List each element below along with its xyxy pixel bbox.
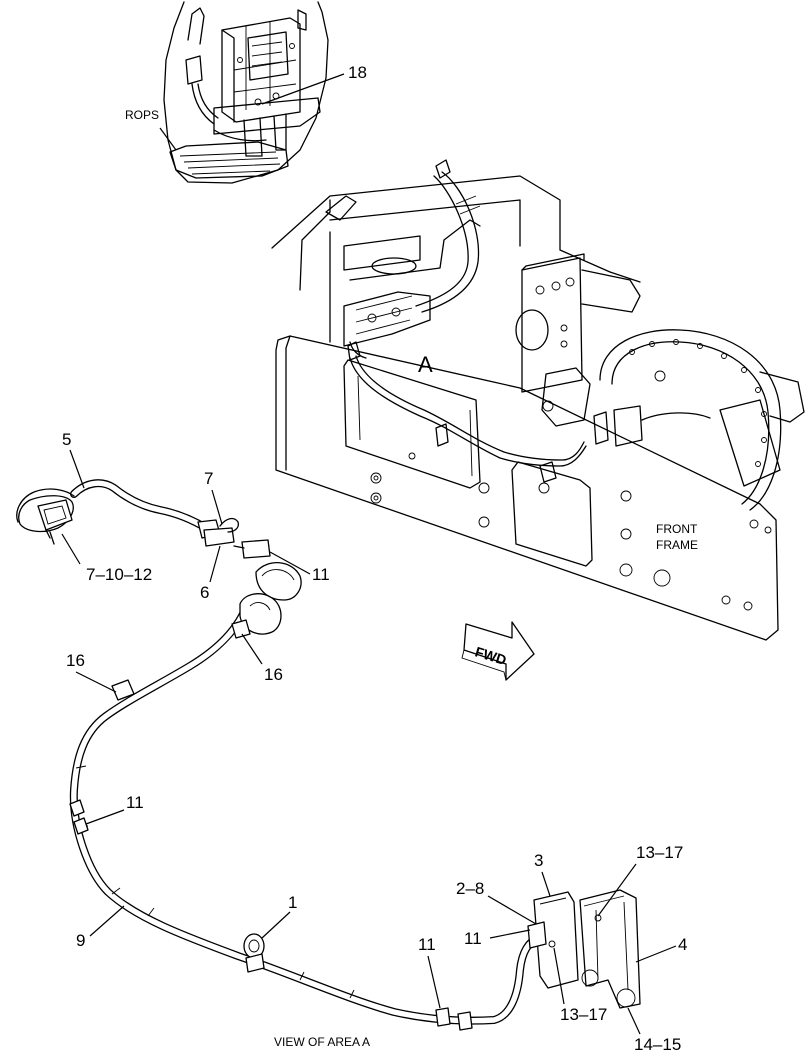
leader-rops (159, 127, 177, 151)
callout-13-17-bottom: 13–17 (560, 1005, 607, 1024)
leader-7 (211, 489, 223, 525)
leader-18 (261, 73, 345, 105)
leader-11-lower (427, 955, 441, 1009)
rops-label: ROPS (125, 108, 159, 122)
leader-7-10-12 (61, 533, 81, 565)
fwd-label: FWD (473, 643, 508, 668)
callout-11-mid: 11 (126, 793, 144, 812)
callout-16-right: 16 (264, 665, 283, 684)
callout-2-8: 2–8 (456, 879, 484, 898)
callout-4: 4 (678, 935, 687, 954)
front-frame-label-line1: FRONT (656, 522, 698, 536)
view-caption: VIEW OF AREA A (274, 1035, 370, 1049)
front-frame-label-line2: FRAME (656, 538, 698, 552)
leader-11-bracket (489, 929, 531, 939)
callout-7-10-12: 7–10–12 (86, 565, 152, 584)
rops-inset-detail (163, 1, 329, 184)
callout-9: 9 (76, 931, 85, 950)
callout-6: 6 (200, 583, 209, 602)
machine-frame (271, 159, 805, 641)
leader-16-right (241, 633, 263, 665)
leader-5 (69, 449, 85, 489)
wiring-harness (16, 479, 641, 1031)
leader-11-top (269, 551, 311, 575)
leader-3 (541, 871, 551, 897)
leader-16-left (75, 671, 117, 693)
callout-11-top: 11 (312, 565, 330, 584)
callout-16-left: 16 (66, 651, 85, 670)
leader-2-8 (487, 895, 537, 925)
leader-13-17-top (597, 863, 637, 917)
leader-14-15 (627, 1007, 641, 1035)
callout-5: 5 (62, 430, 71, 449)
area-a-marker: A (418, 352, 433, 377)
leader-11-mid (85, 809, 125, 825)
callout-13-17-top: 13–17 (636, 843, 683, 862)
leader-13-17-bottom (553, 947, 565, 1005)
callout-3: 3 (534, 851, 543, 870)
callout-7: 7 (204, 469, 213, 488)
callout-11-bracket: 11 (464, 929, 482, 948)
callout-1: 1 (288, 893, 297, 912)
callout-14-15: 14–15 (634, 1035, 681, 1054)
leader-1 (261, 911, 291, 939)
leader-4 (635, 945, 677, 963)
callout-11-lower: 11 (418, 935, 436, 954)
leader-6 (209, 545, 221, 583)
callout-18: 18 (348, 63, 367, 82)
leader-9 (89, 905, 125, 937)
fwd-direction-arrow: FWD (461, 621, 535, 681)
